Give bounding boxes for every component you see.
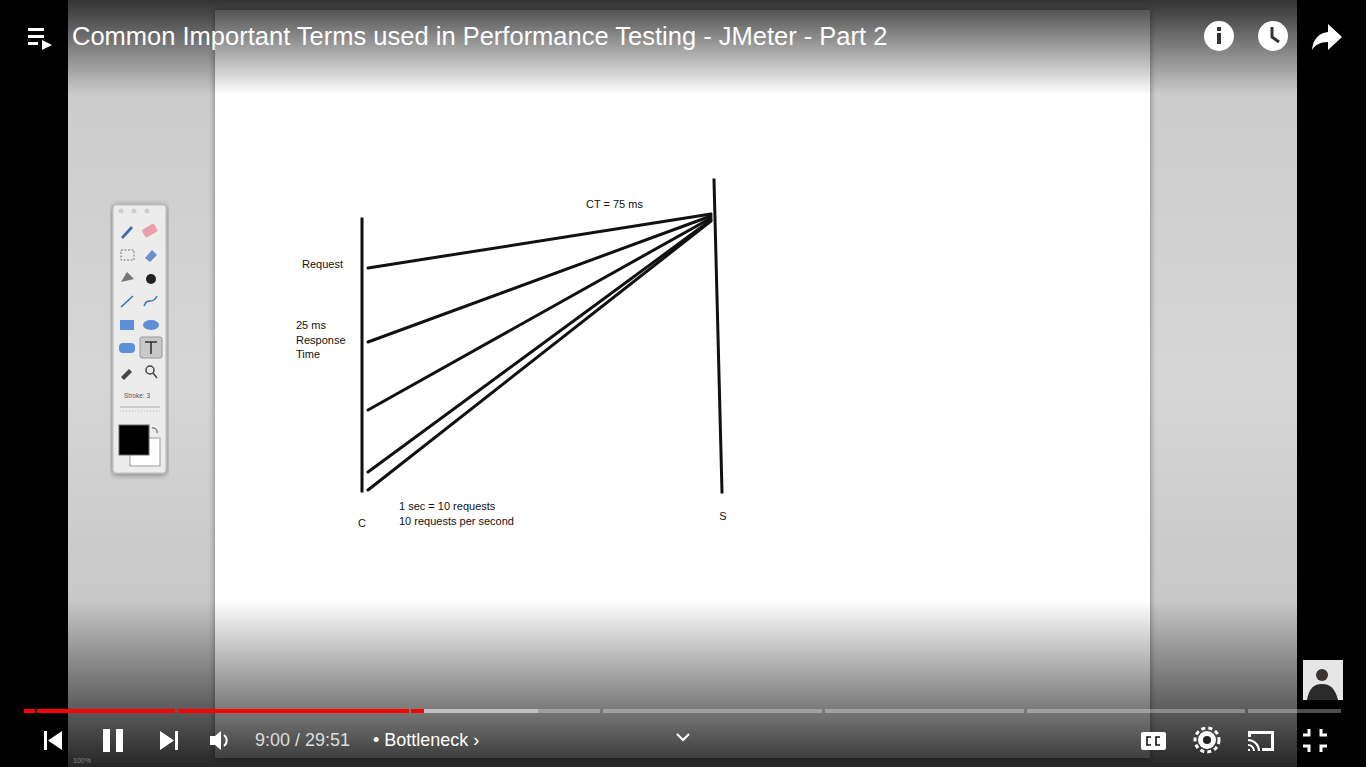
node-label-wrap: S (711, 510, 735, 523)
channel-avatar (1303, 660, 1343, 700)
lifeline-line (356, 219, 368, 530)
lifeline-line (711, 178, 735, 523)
client-lifeline: C (356, 219, 368, 530)
node-label: S (711, 510, 735, 523)
rate-note: 1 sec = 10 requests (399, 499, 495, 514)
player-top-icons (28, 21, 1342, 51)
zoom-level: 100% (73, 757, 91, 765)
node-label: C (356, 517, 368, 530)
request-label: Request (302, 257, 343, 272)
chapter-title: • Bottleneck › (373, 730, 479, 752)
request-line (368, 216, 711, 342)
player-controls (44, 728, 1327, 752)
rate-note: 10 requests per second (399, 514, 514, 529)
time-annotation: CT = 75 ms (586, 197, 643, 212)
response-time-label: 25 ms Response Time (296, 318, 354, 362)
progress-bar (24, 709, 1341, 713)
stroke-label: Stroke: 3 (124, 392, 150, 400)
request-line (368, 221, 711, 490)
drawing-toolbar (113, 205, 166, 473)
request-line (368, 214, 711, 268)
node-label-wrap: C (356, 517, 368, 530)
request-line (368, 218, 711, 410)
request-line (368, 220, 711, 472)
video-title: Common Important Terms used in Performan… (72, 21, 887, 51)
server-lifeline: S (711, 178, 735, 523)
time-display: 9:00 / 29:51 (255, 730, 350, 752)
